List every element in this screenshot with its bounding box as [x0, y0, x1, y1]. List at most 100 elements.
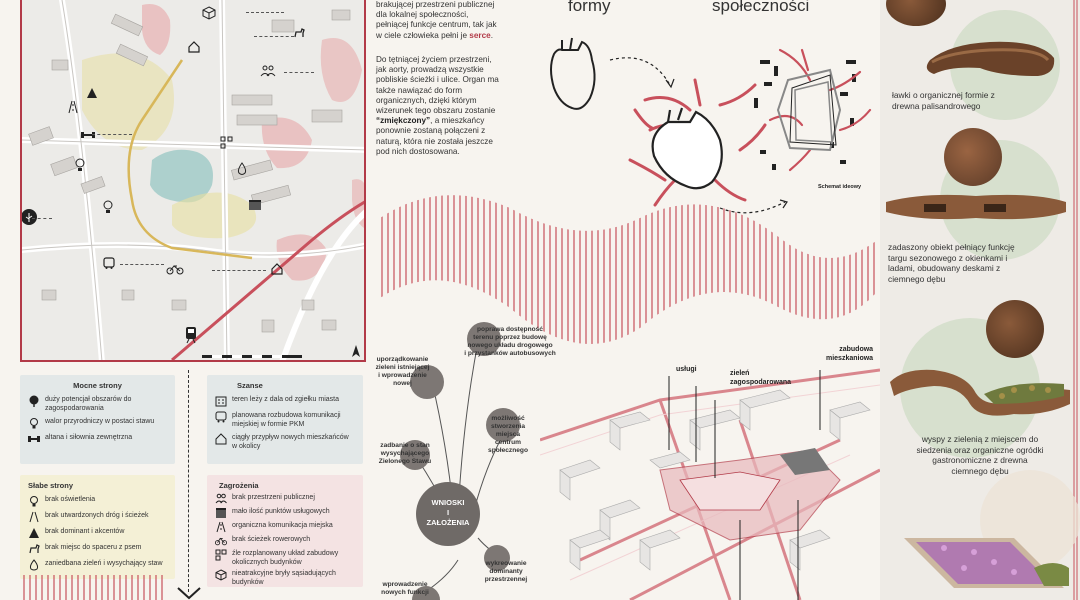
leader-line	[120, 264, 164, 265]
grid-icon	[220, 136, 238, 154]
center-line: I	[446, 508, 450, 517]
swot-weaknesses-title: Słabe strony	[28, 481, 74, 490]
conclusion-line: zieleni istniejącej	[375, 364, 430, 371]
wave-stripes	[381, 195, 875, 345]
shop-icon	[248, 198, 266, 216]
center-line: ZAŁOŻENIA	[426, 518, 470, 527]
flow-line	[188, 370, 189, 592]
swot-item: brak oświetlenia	[28, 495, 167, 507]
swot-item-text: brak oświetlenia	[45, 496, 96, 503]
furniture-line: targu sezonowego z okienkami i	[888, 252, 1008, 263]
axo-label-housing: zabudowa mieszkaniowa	[826, 346, 873, 363]
leader-line	[92, 134, 132, 135]
conclusion-label: wykreowanie dominanty przestrzennej	[476, 560, 536, 584]
conclusion-label: uporządkowanie zieleni istniejącej i wpr…	[370, 356, 435, 388]
planter-image	[904, 538, 1069, 588]
swot-item: duży potencjał obszarów do zagospodarowa…	[28, 395, 167, 413]
swot-item-text: ciągły przypływ nowych mieszkańców w oko…	[232, 434, 349, 450]
conclusion-line: przestrzennej	[484, 576, 528, 583]
site-map-drawing	[22, 0, 364, 360]
dumbbell-icon	[28, 436, 40, 442]
main-line: pod nich dostosowana.	[376, 146, 460, 156]
conclusion-label: wprowadzenie nowych funkcji	[370, 581, 440, 597]
swot-item: planowana rozbudowa komunikacji miejskie…	[215, 411, 355, 429]
intro-line: w ciele człowieka pełni je serce.	[376, 31, 536, 41]
tree-icon	[22, 208, 38, 226]
bubble	[412, 586, 440, 600]
conclusions-center	[416, 482, 480, 546]
swot-item: mało ilość punktów usługowych	[215, 507, 355, 519]
intro-prefix: w ciele człowieka pełni je	[376, 30, 470, 40]
road-icon	[216, 521, 226, 533]
conclusion-line: stworzenia miejsca	[490, 423, 526, 438]
furniture-line: ciemnego dębu	[951, 465, 1009, 476]
conclusion-label: zadbanie o stan wysychającego Zielonego …	[370, 442, 440, 466]
conclusion-line: Zielonego Stawu	[378, 458, 432, 465]
furniture-line: ławki o organicznej formie z	[892, 90, 995, 100]
main-line: “zmiękczony”, a mieszkańcy	[376, 116, 536, 126]
axo-label-greenery: zieleń zagospodarowana	[730, 370, 791, 387]
dumbbell-icon	[80, 128, 98, 146]
conclusion-line: terenu poprzez budowę	[473, 334, 547, 341]
intro-line: brakującej przestrzeni publicznej	[376, 0, 495, 9]
swot-item-text: brak utwardzonych dróg i ścieżek	[45, 512, 149, 519]
swot-item-text: altana i siłownia zewnętrzna	[45, 434, 133, 441]
furniture-desc-2: zadaszony obiekt pełniący funkcję targu …	[888, 242, 1015, 284]
train-icon	[184, 326, 202, 344]
conclusion-line: wprowadzenie	[382, 581, 428, 588]
swot-item: brak miejsc do spaceru z psem	[28, 543, 167, 555]
cube-icon	[215, 569, 227, 581]
conclusion-line: centrum	[494, 439, 521, 446]
furniture-line: drewna palisandrowego	[892, 100, 981, 111]
bubble	[467, 322, 501, 356]
swot-item-text: źle rozplanowany układ zabudowy okoliczn…	[232, 550, 339, 566]
conclusion-label: możliwość stworzenia miejsca centrum spo…	[478, 415, 538, 455]
bulb-icon	[30, 496, 38, 507]
intro-suffix: .	[490, 30, 493, 40]
swot-item: nieatrakcyjne bryły sąsiadujących budynk…	[215, 569, 355, 587]
conclusion-line: poprawa dostępność	[477, 326, 543, 333]
furniture-line: gastronomiczne z drewna	[932, 455, 1028, 466]
axonometric-model	[540, 368, 880, 600]
conclusion-line: społecznego	[488, 447, 528, 454]
swot-item: organiczna komunikacja miejska	[215, 521, 355, 533]
swot-item-text: brak przestrzeni publicznej	[232, 494, 315, 501]
furniture-line: zadaszony obiekt pełniący funkcję	[888, 242, 1015, 252]
wood-swatch	[986, 300, 1044, 358]
swot-opportunities-title: Szanse	[237, 381, 263, 390]
main-line: organicznych, dzięki którym	[376, 95, 477, 105]
swot-threats: Zagrożenia brak przestrzeni publicznej m…	[207, 475, 363, 587]
swot-strengths-title: Mocne strony	[73, 381, 122, 390]
swot-strengths: Mocne strony duży potencjał obszarów do …	[20, 375, 175, 464]
grid-icon	[215, 549, 227, 561]
swot-item: altana i siłownia zewnętrzna	[28, 433, 167, 445]
swot-item-text: organiczna komunikacja miejska	[232, 522, 333, 529]
swot-item-text: mało ilość punktów usługowych	[232, 508, 330, 515]
leader-line	[254, 36, 294, 37]
bubble	[410, 365, 444, 399]
bike-icon	[215, 537, 227, 546]
swot-item: ciągły przypływ nowych mieszkańców w oko…	[215, 433, 355, 451]
cube-icon	[202, 6, 220, 24]
diagram-heading-left: formy	[568, 0, 611, 15]
conclusion-line: nowego układu drogowego	[467, 342, 553, 349]
lightbulb-icon	[30, 418, 38, 429]
swot-item-text: brak miejsc do spaceru z psem	[45, 544, 142, 551]
axo-line: zabudowa	[839, 346, 874, 353]
people-icon	[260, 64, 278, 82]
swot-item: walor przyrodniczy w postaci stawu	[28, 417, 167, 429]
main-line: także nawiązać do form	[376, 85, 463, 95]
people-icon	[215, 493, 227, 504]
conclusion-line: nowych funkcji	[381, 589, 429, 596]
drop-icon	[29, 559, 39, 571]
diagram-caption: Schemat ideowy	[818, 184, 862, 190]
conclusion-line: wykreowanie	[485, 560, 527, 567]
diagram-heading-right: społeczności	[712, 0, 810, 15]
swot-item-text: teren leży z dala od zgiełku miasta	[232, 396, 339, 403]
center-line: WNIOSKI	[431, 498, 465, 507]
swot-item-text: planowana rozbudowa komunikacji miejskie…	[232, 412, 341, 428]
swot-item: brak utwardzonych dróg i ścieżek	[28, 511, 167, 523]
bulb-icon	[102, 200, 120, 218]
chevron-down-icon	[177, 587, 201, 600]
main-line: pobliskie ścieżki i ulice. Organ ma	[376, 75, 499, 85]
